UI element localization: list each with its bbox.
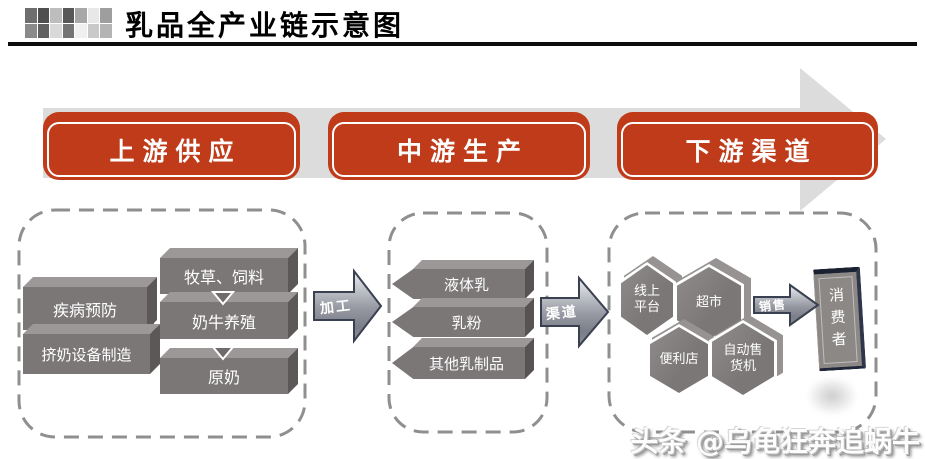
chev-liquid-milk-label: 液体乳 bbox=[392, 269, 525, 299]
hex-online-platform-label: 线上平台 bbox=[621, 265, 673, 335]
consumer-label: 消费者 bbox=[826, 286, 849, 354]
banner-midstream: 中游生产 bbox=[328, 112, 590, 180]
svg-text:加工: 加工 bbox=[318, 298, 352, 317]
banner-upstream: 上游供应 bbox=[43, 112, 300, 180]
sales-arrow-icon: 销售 bbox=[753, 283, 820, 327]
consumer-panel-frame: 消费者 bbox=[818, 276, 858, 365]
chev-other-dairy-label: 其他乳制品 bbox=[392, 347, 525, 379]
consumer-panel: 消费者 bbox=[812, 266, 867, 372]
channel-arrow-icon: 渠道 bbox=[540, 275, 610, 349]
box-forage-feed: 牧草、饲料 bbox=[160, 258, 288, 294]
banner-downstream-label: 下游渠道 bbox=[621, 122, 874, 177]
process-arrow-icon: 加工 bbox=[313, 268, 383, 344]
banner-downstream: 下游渠道 bbox=[617, 112, 878, 180]
box-dairy-farming: 奶牛养殖 bbox=[160, 302, 288, 339]
chev-other-dairy: 其他乳制品 bbox=[392, 347, 525, 379]
svg-text:销售: 销售 bbox=[758, 296, 787, 314]
box-milking-equipment: 挤奶设备制造 bbox=[23, 334, 150, 374]
downstream-box-border bbox=[607, 211, 878, 434]
chev-liquid-milk: 液体乳 bbox=[392, 269, 525, 299]
banner-upstream-label: 上游供应 bbox=[47, 122, 296, 177]
box-disease-prevention: 疾病预防 bbox=[23, 287, 147, 330]
chev-milk-powder: 乳粉 bbox=[392, 307, 525, 337]
svg-text:渠道: 渠道 bbox=[544, 303, 579, 323]
box-raw-milk: 原奶 bbox=[160, 358, 288, 394]
watermark-bar bbox=[645, 437, 674, 444]
redacted-logo bbox=[25, 8, 112, 38]
hex-convenience-store-label: 便利店 bbox=[650, 327, 708, 393]
consumer-panel-shadow bbox=[806, 376, 858, 416]
watermark-text: 头条 @乌龟狂奔追蜗牛 bbox=[630, 425, 920, 458]
banner-midstream-label: 中游生产 bbox=[332, 122, 586, 177]
upstream-box-border bbox=[17, 208, 307, 439]
page-title: 乳品全产业链示意图 bbox=[125, 9, 405, 42]
chev-milk-powder-label: 乳粉 bbox=[392, 307, 525, 337]
title-divider bbox=[8, 42, 917, 46]
hex-vending-machine-label: 自动售货机 bbox=[712, 323, 774, 395]
